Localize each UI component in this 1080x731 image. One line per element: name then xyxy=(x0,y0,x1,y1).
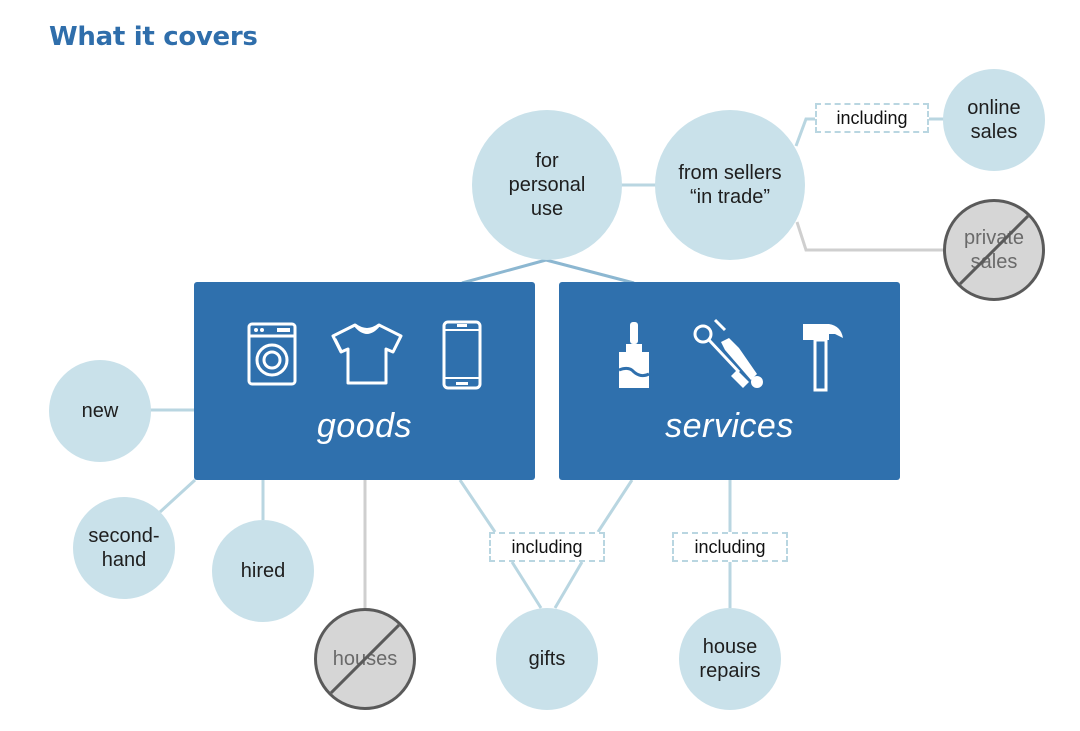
connector-personal-services xyxy=(545,258,635,285)
connector-sellers-online xyxy=(794,117,816,147)
node-houses-excluded: houses xyxy=(314,608,416,710)
smartphone-icon xyxy=(442,320,482,390)
node-private-sales-excluded: private sales xyxy=(943,199,1045,301)
node-hired: hired xyxy=(212,520,314,622)
node-second-hand: second- hand xyxy=(73,497,175,599)
connector-goods-second-hand xyxy=(158,478,197,514)
including-tag-gifts: including xyxy=(489,532,605,562)
connector-personal-goods xyxy=(461,258,547,285)
services-label: services xyxy=(665,407,794,445)
including-tag-repairs: including xyxy=(672,532,788,562)
node-personal-use: for personal use xyxy=(472,110,622,260)
services-box: services xyxy=(559,282,900,480)
node-gifts: gifts xyxy=(496,608,598,710)
excluded-slash xyxy=(948,204,1040,296)
goods-label: goods xyxy=(316,407,413,445)
including-tag-online: including xyxy=(815,103,929,133)
node-new: new xyxy=(49,360,151,462)
tools-icon xyxy=(693,318,763,388)
node-sellers-in-trade: from sellers “in trade” xyxy=(655,110,805,260)
connector-including-gifts-l xyxy=(510,561,543,609)
node-house-repairs: house repairs xyxy=(679,608,781,710)
washing-machine-icon xyxy=(247,322,297,386)
hammer-icon xyxy=(803,324,843,392)
node-online-sales: online sales xyxy=(943,69,1045,171)
connector-goods-including xyxy=(458,479,497,533)
connector-including-gifts-r xyxy=(553,561,584,609)
connector-sellers-private xyxy=(795,221,944,252)
t-shirt-icon xyxy=(331,323,403,385)
goods-box: goods xyxy=(194,282,535,480)
paintbrush-icon xyxy=(618,322,650,388)
page-title: What it covers xyxy=(49,22,258,52)
connector-services-including xyxy=(596,479,634,533)
